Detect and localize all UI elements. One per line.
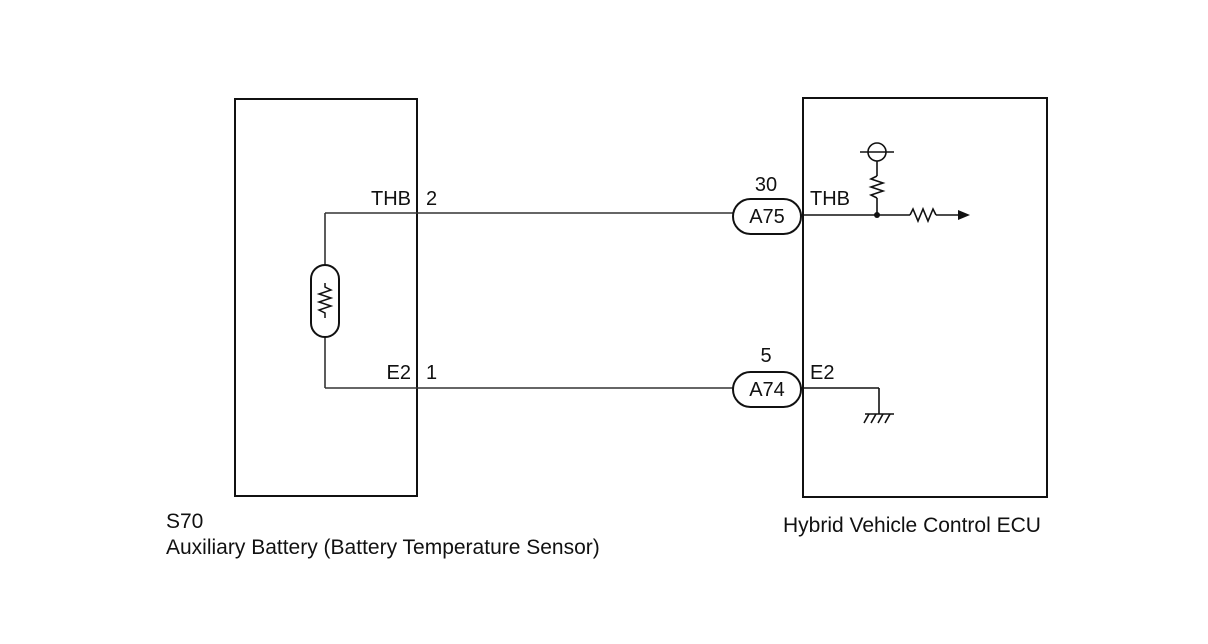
connector-a75 (732, 198, 802, 235)
junction-dot (874, 212, 880, 218)
connector-a75-label: A75 (749, 206, 785, 228)
connector-a75-pin: 30 (755, 174, 777, 196)
ecu-name: Hybrid Vehicle Control ECU (783, 514, 1041, 537)
sensor-e2-pin-number: 1 (426, 362, 437, 384)
ecu-thb-pin-name: THB (810, 188, 850, 210)
connector-a74-label: A74 (749, 379, 785, 401)
thermistor-symbol (310, 264, 340, 338)
connector-a74 (732, 371, 802, 408)
ecu-box (802, 97, 1048, 498)
ecu-e2-circuit (801, 387, 880, 414)
signal-arrow-icon (958, 210, 970, 220)
power-supply-icon (860, 142, 894, 162)
sensor-name: Auxiliary Battery (Battery Temperature S… (166, 536, 600, 559)
ecu-e2-pin-name: E2 (810, 362, 834, 384)
sensor-thb-pin-name: THB (371, 188, 411, 210)
sensor-thb-pin-number: 2 (426, 188, 437, 210)
thb-wire (324, 212, 733, 265)
ground-icon (863, 413, 894, 424)
ecu-thb-circuit (801, 161, 958, 224)
sensor-box (234, 98, 418, 497)
sensor-e2-pin-name: E2 (387, 362, 411, 384)
sensor-code: S70 (166, 510, 203, 533)
connector-a74-pin: 5 (760, 345, 771, 367)
e2-wire (324, 337, 733, 389)
